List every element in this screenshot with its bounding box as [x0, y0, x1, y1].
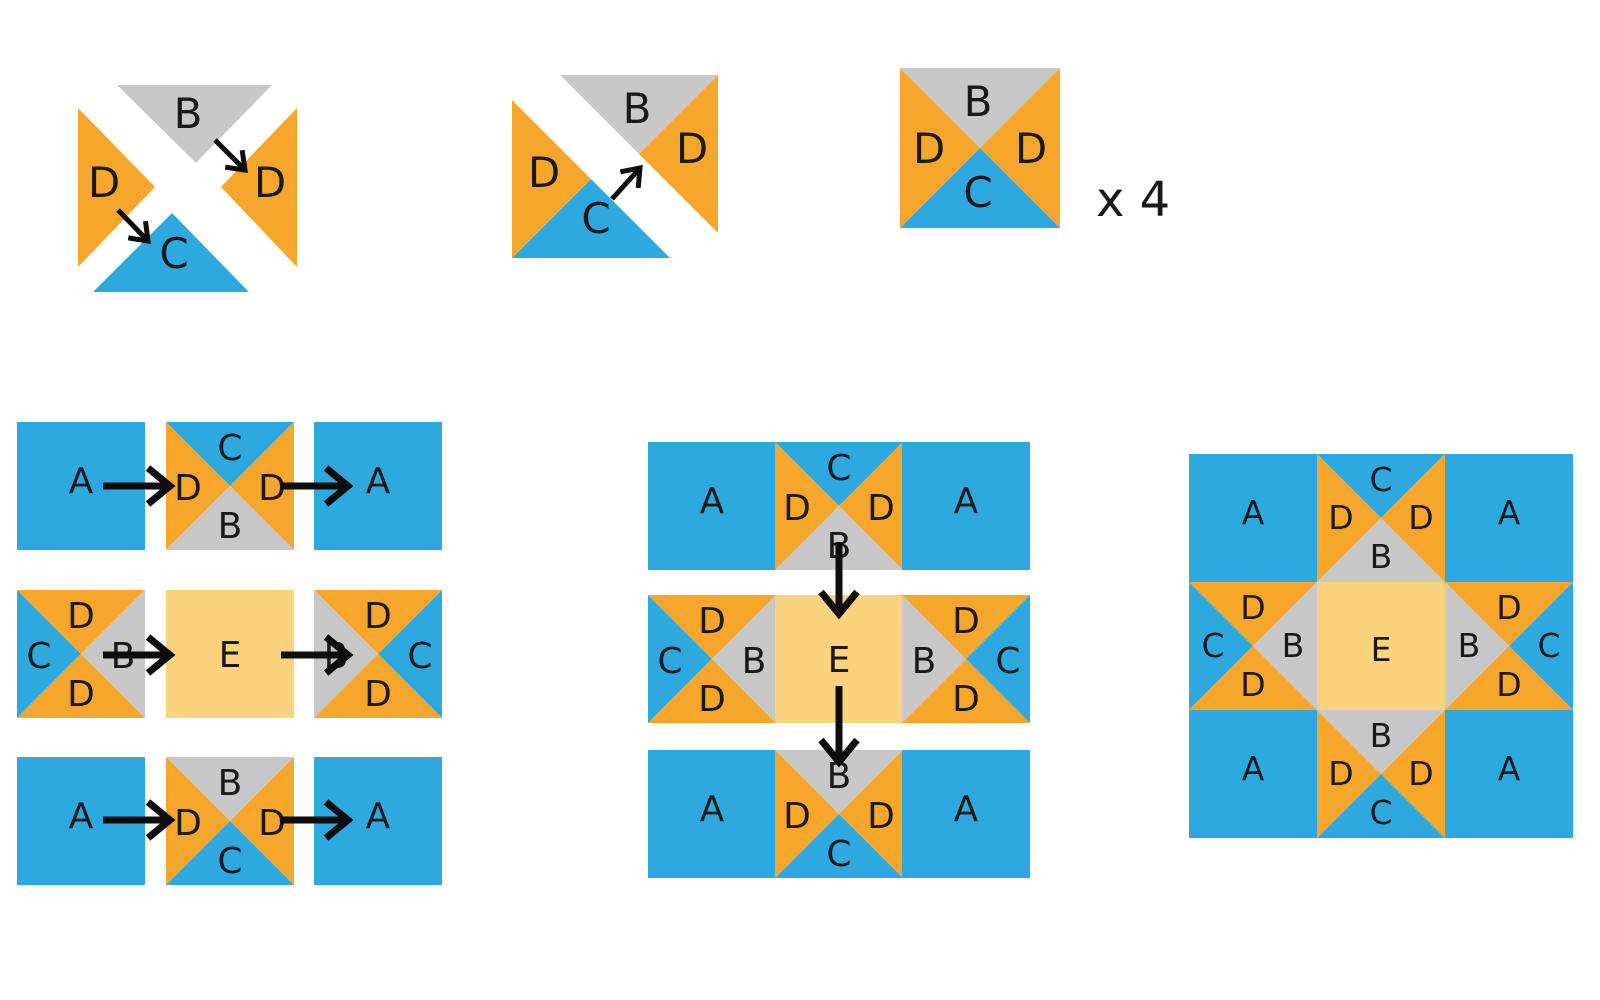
patch-d-label: D: [1496, 665, 1521, 704]
patch-b-label: B: [1282, 626, 1305, 665]
join-arrow: [213, 138, 248, 173]
patch-c-label: C: [159, 229, 188, 278]
patch-b-label: B: [218, 506, 243, 547]
patch-d-label: D: [1408, 498, 1433, 537]
patch-d-label: D: [528, 148, 560, 197]
patch-d-label: D: [174, 468, 202, 509]
patch-c-label: C: [1369, 793, 1392, 832]
patch-a-label: A: [954, 789, 979, 830]
patch-a-label: A: [366, 461, 391, 502]
patch-c-label: C: [826, 448, 851, 489]
patch-d-label: D: [1240, 665, 1265, 704]
patch-a-label: A: [954, 481, 979, 522]
patch-c-label: C: [407, 636, 432, 677]
patch-b-label: B: [827, 756, 852, 797]
patch-d-label: D: [698, 601, 726, 642]
patch-c-label: C: [826, 834, 851, 875]
figure-step2-half-sections: B D D C: [512, 75, 718, 258]
patch-a-square: [1189, 454, 1317, 582]
patch-d-label: D: [67, 674, 95, 715]
patch-b-label: B: [742, 641, 767, 682]
patch-a-square: [648, 442, 776, 570]
patch-d-triangle: [221, 108, 297, 267]
patch-a-label: A: [69, 796, 94, 837]
figure-step1-exploded-unit: B D D C: [78, 85, 297, 292]
patch-d-triangle: [512, 100, 591, 258]
patch-e-label: E: [219, 635, 242, 676]
figure-step6-finished-block: A C D D B A D C B D E D B C D A B D D C …: [1189, 454, 1573, 838]
patch-c-label: C: [963, 168, 992, 217]
patch-d-label: D: [952, 601, 980, 642]
patch-a-label: A: [366, 796, 391, 837]
join-arrow: [116, 208, 151, 244]
patch-c-label: C: [581, 194, 610, 243]
patch-d-label: D: [364, 674, 392, 715]
patch-d-label: D: [1015, 124, 1047, 173]
patch-b-label: B: [912, 641, 937, 682]
patch-d-label: D: [1328, 754, 1353, 793]
patch-c-label: C: [26, 636, 51, 677]
patch-d-triangle: [78, 108, 155, 267]
patch-d-label: D: [1240, 588, 1265, 627]
patch-d-label: D: [364, 596, 392, 637]
patch-b-label: B: [174, 89, 203, 138]
patch-b-label: B: [964, 77, 993, 126]
patch-a-label: A: [69, 461, 94, 502]
patch-d-label: D: [174, 803, 202, 844]
patch-a-square: [1445, 454, 1573, 582]
patch-d-triangle: [639, 75, 718, 233]
patch-d-label: D: [783, 796, 811, 837]
patch-b-label: B: [1458, 626, 1481, 665]
figure-step3-finished-unit: B D D C x 4: [900, 68, 1170, 228]
patch-a-label: A: [700, 481, 725, 522]
patch-a-square: [648, 750, 776, 878]
join-arrow: [610, 164, 643, 201]
patch-c-label: C: [657, 641, 682, 682]
patch-b-label: B: [1370, 537, 1393, 576]
patch-b-triangle: [117, 85, 272, 163]
patch-d-label: D: [867, 488, 895, 529]
patch-d-label: D: [254, 158, 286, 207]
patch-d-label: D: [867, 796, 895, 837]
patch-d-label: D: [676, 124, 708, 173]
patch-a-square: [902, 442, 1030, 570]
patch-b-label: B: [1370, 716, 1393, 755]
patch-d-label: D: [913, 124, 945, 173]
patch-d-label: D: [783, 488, 811, 529]
patch-c-triangle: [93, 213, 249, 292]
patch-a-label: A: [1498, 749, 1521, 788]
patch-d-label: D: [1496, 588, 1521, 627]
patch-c-triangle: [512, 179, 670, 258]
patch-d-label: D: [1328, 498, 1353, 537]
patch-b-triangle: [560, 75, 718, 154]
patch-a-label: A: [1242, 493, 1265, 532]
patch-b-label: B: [218, 763, 243, 804]
patch-c-label: C: [217, 841, 242, 882]
patch-d-label: D: [67, 596, 95, 637]
patch-a-label: A: [1498, 493, 1521, 532]
figure-step4-row-layout: A C D D B A D C B D E D B C D A B D D C …: [17, 422, 442, 885]
patch-a-label: A: [1242, 749, 1265, 788]
patch-d-label: D: [952, 679, 980, 720]
patch-e-label: E: [1371, 630, 1392, 669]
patch-e-square: [1317, 582, 1445, 710]
patch-a-square: [1189, 710, 1317, 838]
patch-c-label: C: [1537, 626, 1560, 665]
patch-a-square: [1445, 710, 1573, 838]
patch-c-label: C: [995, 641, 1020, 682]
patch-c-label: C: [1201, 626, 1224, 665]
figure-step5-rows-joined: A C D D B A D C B D E D B C D A B D D C …: [648, 442, 1030, 878]
patch-d-label: D: [88, 158, 120, 207]
patch-a-label: A: [700, 789, 725, 830]
patch-a-square: [902, 750, 1030, 878]
patch-d-label: D: [1408, 754, 1433, 793]
patch-c-label: C: [217, 428, 242, 469]
patch-e-square: [166, 590, 294, 718]
patch-e-label: E: [828, 640, 851, 681]
patch-c-label: C: [1369, 460, 1392, 499]
patch-b-label: B: [623, 84, 652, 133]
patch-d-label: D: [698, 679, 726, 720]
multiplier-label: x 4: [1096, 172, 1170, 228]
